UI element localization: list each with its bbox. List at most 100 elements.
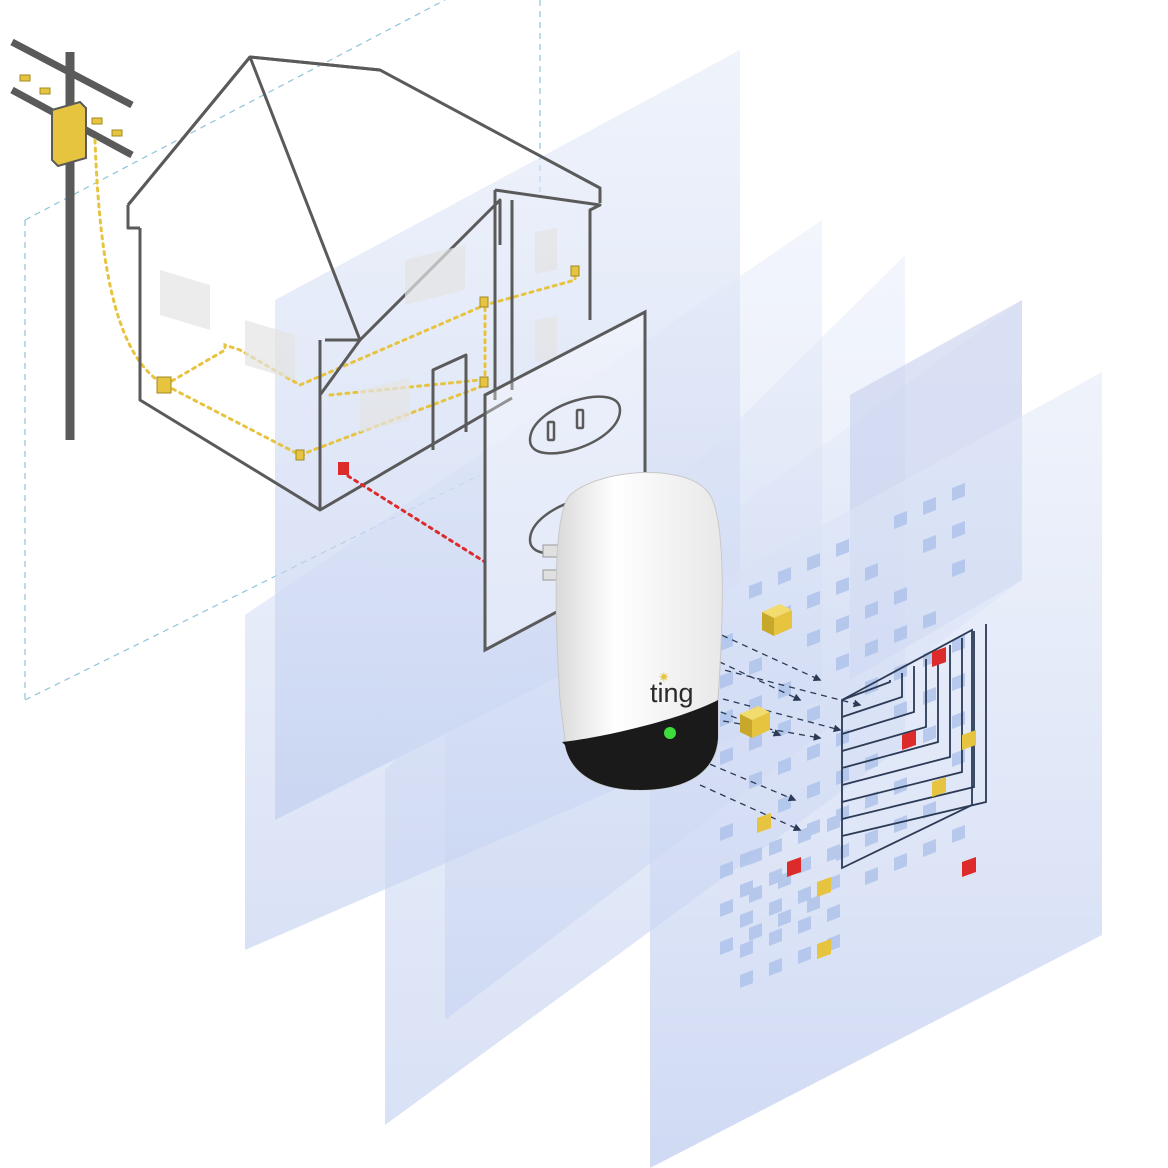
grid-cell [807, 553, 820, 571]
grid-cell [769, 898, 782, 916]
grid-cell [923, 535, 936, 553]
matrix-trace [841, 680, 891, 701]
grid-cell [827, 844, 840, 862]
ting-sensor-icon: ting ✷ [542, 472, 723, 791]
data-layer-panels [245, 50, 1102, 1168]
highlight-cell [902, 730, 916, 750]
brand-star-icon: ✷ [658, 669, 670, 685]
grid-cell [827, 904, 840, 922]
grid-cell [720, 823, 733, 841]
brand-logo: ting [650, 678, 694, 708]
matrix-trace [841, 624, 987, 837]
highlight-cell [787, 857, 801, 877]
grid-cell [865, 601, 878, 619]
grid-cell [778, 757, 791, 775]
analysis-matrix [841, 624, 987, 870]
grid-cell [769, 928, 782, 946]
house-windows [160, 228, 557, 432]
grid-cell [740, 910, 753, 928]
highlight-cell [962, 730, 976, 750]
grid-cell [740, 940, 753, 958]
grid-cell [952, 521, 965, 539]
grid-cell [807, 781, 820, 799]
grid-cell [894, 853, 907, 871]
grid-cell [769, 838, 782, 856]
grid-cell [798, 886, 811, 904]
highlight-cell [962, 857, 976, 877]
signal-cube-1 [762, 604, 792, 636]
grid-cell [807, 629, 820, 647]
wiring-nodes [156, 265, 580, 461]
grid-cell [807, 743, 820, 761]
grid-cell [865, 829, 878, 847]
highlight-cells [757, 647, 976, 959]
matrix-trace [841, 659, 927, 752]
grid-cell [807, 705, 820, 723]
grid-cell [836, 577, 849, 595]
grid-cell [836, 653, 849, 671]
grid-cell [827, 814, 840, 832]
data-grid [720, 483, 965, 988]
matrix-trace [841, 638, 963, 803]
highlight-cell [817, 877, 831, 897]
grid-cell [894, 587, 907, 605]
grid-cell [740, 880, 753, 898]
grid-cell [798, 856, 811, 874]
grid-cell [749, 771, 762, 789]
matrix-trace [841, 666, 915, 735]
status-led [664, 727, 676, 739]
grid-cell [749, 657, 762, 675]
highlight-cell [757, 813, 771, 833]
grid-cell [952, 825, 965, 843]
grid-cell [749, 923, 762, 941]
highlight-cell [932, 647, 946, 667]
signal-arrow [699, 784, 802, 831]
fault-node [338, 462, 349, 475]
grid-cell [720, 861, 733, 879]
highlight-cell [817, 939, 831, 959]
grid-cell [778, 567, 791, 585]
matrix-frame [841, 628, 973, 870]
grid-cell [740, 970, 753, 988]
grid-cell [894, 511, 907, 529]
grid-cell [798, 916, 811, 934]
matrix-trace [841, 631, 975, 820]
grid-cell [778, 909, 791, 927]
grid-cell [778, 681, 791, 699]
grid-cell [720, 937, 733, 955]
panel-6 [650, 372, 1102, 1168]
grid-cell [720, 899, 733, 917]
signal-cube-2 [740, 706, 770, 738]
transformer-icon [51, 100, 87, 168]
utility-pole-icon [10, 38, 134, 440]
grid-cell [807, 591, 820, 609]
signal-arrow [605, 667, 842, 733]
house-icon [126, 55, 602, 512]
grid-cell [865, 563, 878, 581]
grid-cell [720, 633, 733, 651]
grid-cell [923, 611, 936, 629]
grid-cell [865, 753, 878, 771]
grid-cell [720, 747, 733, 765]
grid-cell [836, 615, 849, 633]
grid-cell [769, 958, 782, 976]
grid-cell [923, 839, 936, 857]
fault-line [346, 474, 487, 564]
grid-cell [807, 895, 820, 913]
grid-cell [894, 625, 907, 643]
grid-cell [798, 946, 811, 964]
grid-cell [865, 867, 878, 885]
grid-cell [923, 497, 936, 515]
grid-cell [923, 725, 936, 743]
grid-cell [720, 671, 733, 689]
grid-cell [952, 483, 965, 501]
highlight-cell [932, 777, 946, 797]
grid-cell [952, 559, 965, 577]
matrix-trace [841, 652, 939, 769]
grid-cell [894, 777, 907, 795]
sensor-base [562, 700, 718, 790]
grid-cell [894, 815, 907, 833]
grid-cell [740, 850, 753, 868]
